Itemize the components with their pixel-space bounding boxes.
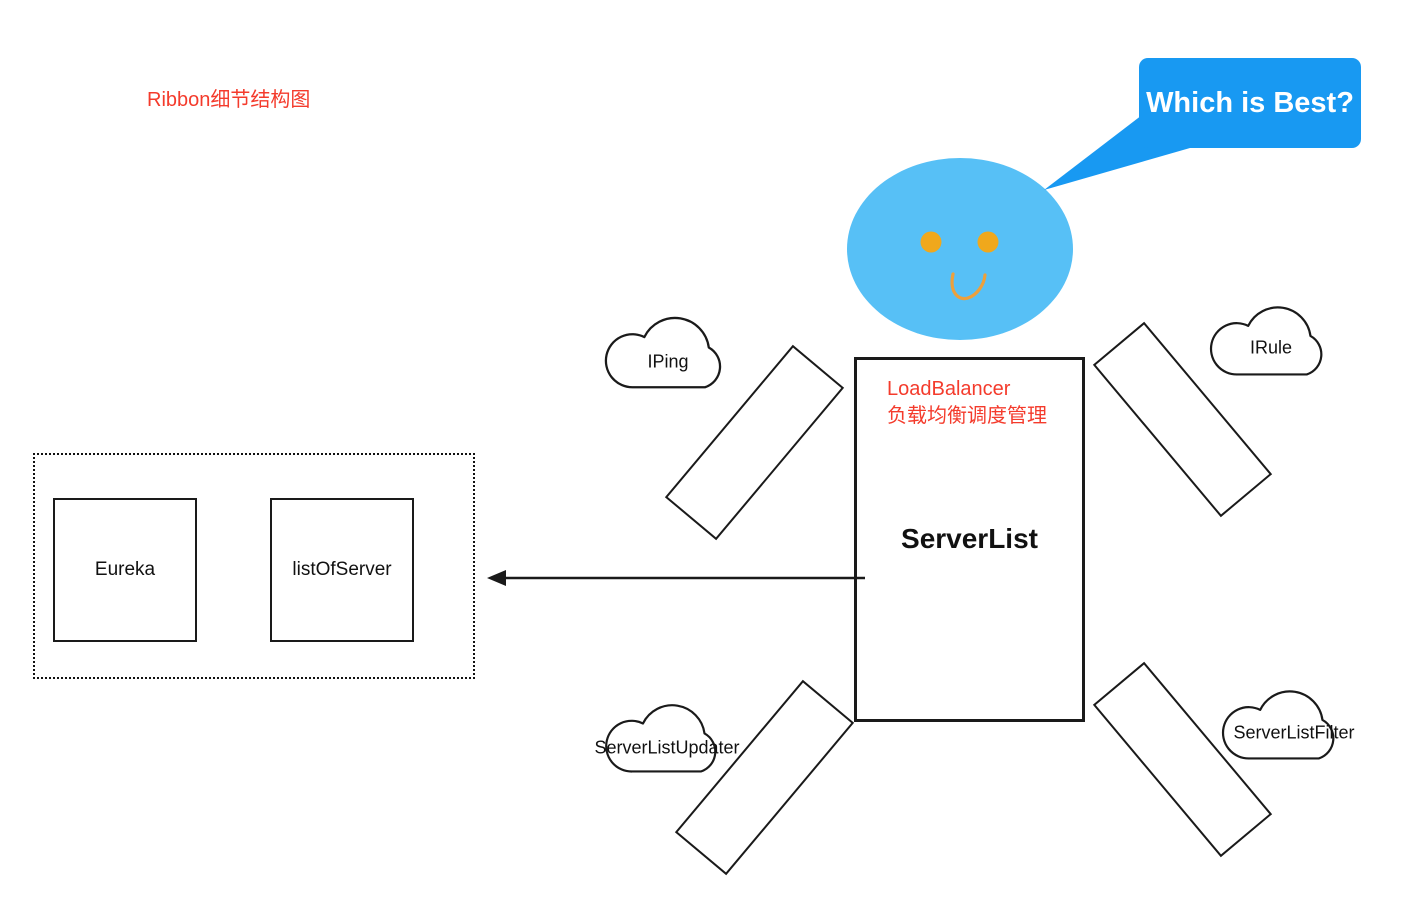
robot-eye-left xyxy=(920,231,942,253)
cloud-outline xyxy=(1209,306,1323,376)
cloud-outline xyxy=(604,316,722,389)
diagram-title: Ribbon细节结构图 xyxy=(147,89,311,111)
cloud-outline xyxy=(1221,690,1335,760)
cloud-iping-label: IPing xyxy=(647,351,689,372)
load-balancer-label: LoadBalancer 负载均衡调度管理 xyxy=(887,376,1047,430)
cloud-iping xyxy=(600,302,738,392)
cloud-iping-shape xyxy=(604,316,722,389)
robot-eye-right xyxy=(977,231,999,253)
cloud-server-list-updater-shape xyxy=(605,704,717,773)
cloud-irule xyxy=(1203,292,1341,379)
robot-face xyxy=(847,158,1073,340)
speech-bubble: Which is Best? xyxy=(1139,58,1361,148)
speech-bubble-text: Which is Best? xyxy=(1146,86,1354,119)
cloud-server-list-filter-label: ServerListFilter xyxy=(1233,722,1355,743)
list-of-server-label: listOfServer xyxy=(292,559,392,580)
cloud-outline xyxy=(605,704,717,773)
cloud-server-list-filter-shape xyxy=(1221,690,1335,760)
load-balancer-label-zh: 负载均衡调度管理 xyxy=(887,405,1047,427)
list-of-server-box: listOfServer xyxy=(270,498,414,642)
eureka-box: Eureka xyxy=(53,498,197,642)
cloud-server-list-filter xyxy=(1215,676,1353,763)
load-balancer-label-en: LoadBalancer xyxy=(887,378,1011,400)
eureka-label: Eureka xyxy=(94,559,156,580)
cloud-irule-shape xyxy=(1209,306,1323,376)
registry-group-box: Eureka listOfServer xyxy=(33,453,475,679)
cloud-server-list-updater xyxy=(598,690,735,776)
server-list-label: ServerList xyxy=(901,523,1038,554)
cloud-irule-label: IRule xyxy=(1249,337,1293,358)
cloud-server-list-updater-label: ServerListUpdater xyxy=(594,737,740,758)
server-list-arrow-head xyxy=(487,570,506,586)
load-balancer-box: LoadBalancer 负载均衡调度管理 ServerList xyxy=(854,357,1085,722)
robot-smile xyxy=(950,272,987,301)
